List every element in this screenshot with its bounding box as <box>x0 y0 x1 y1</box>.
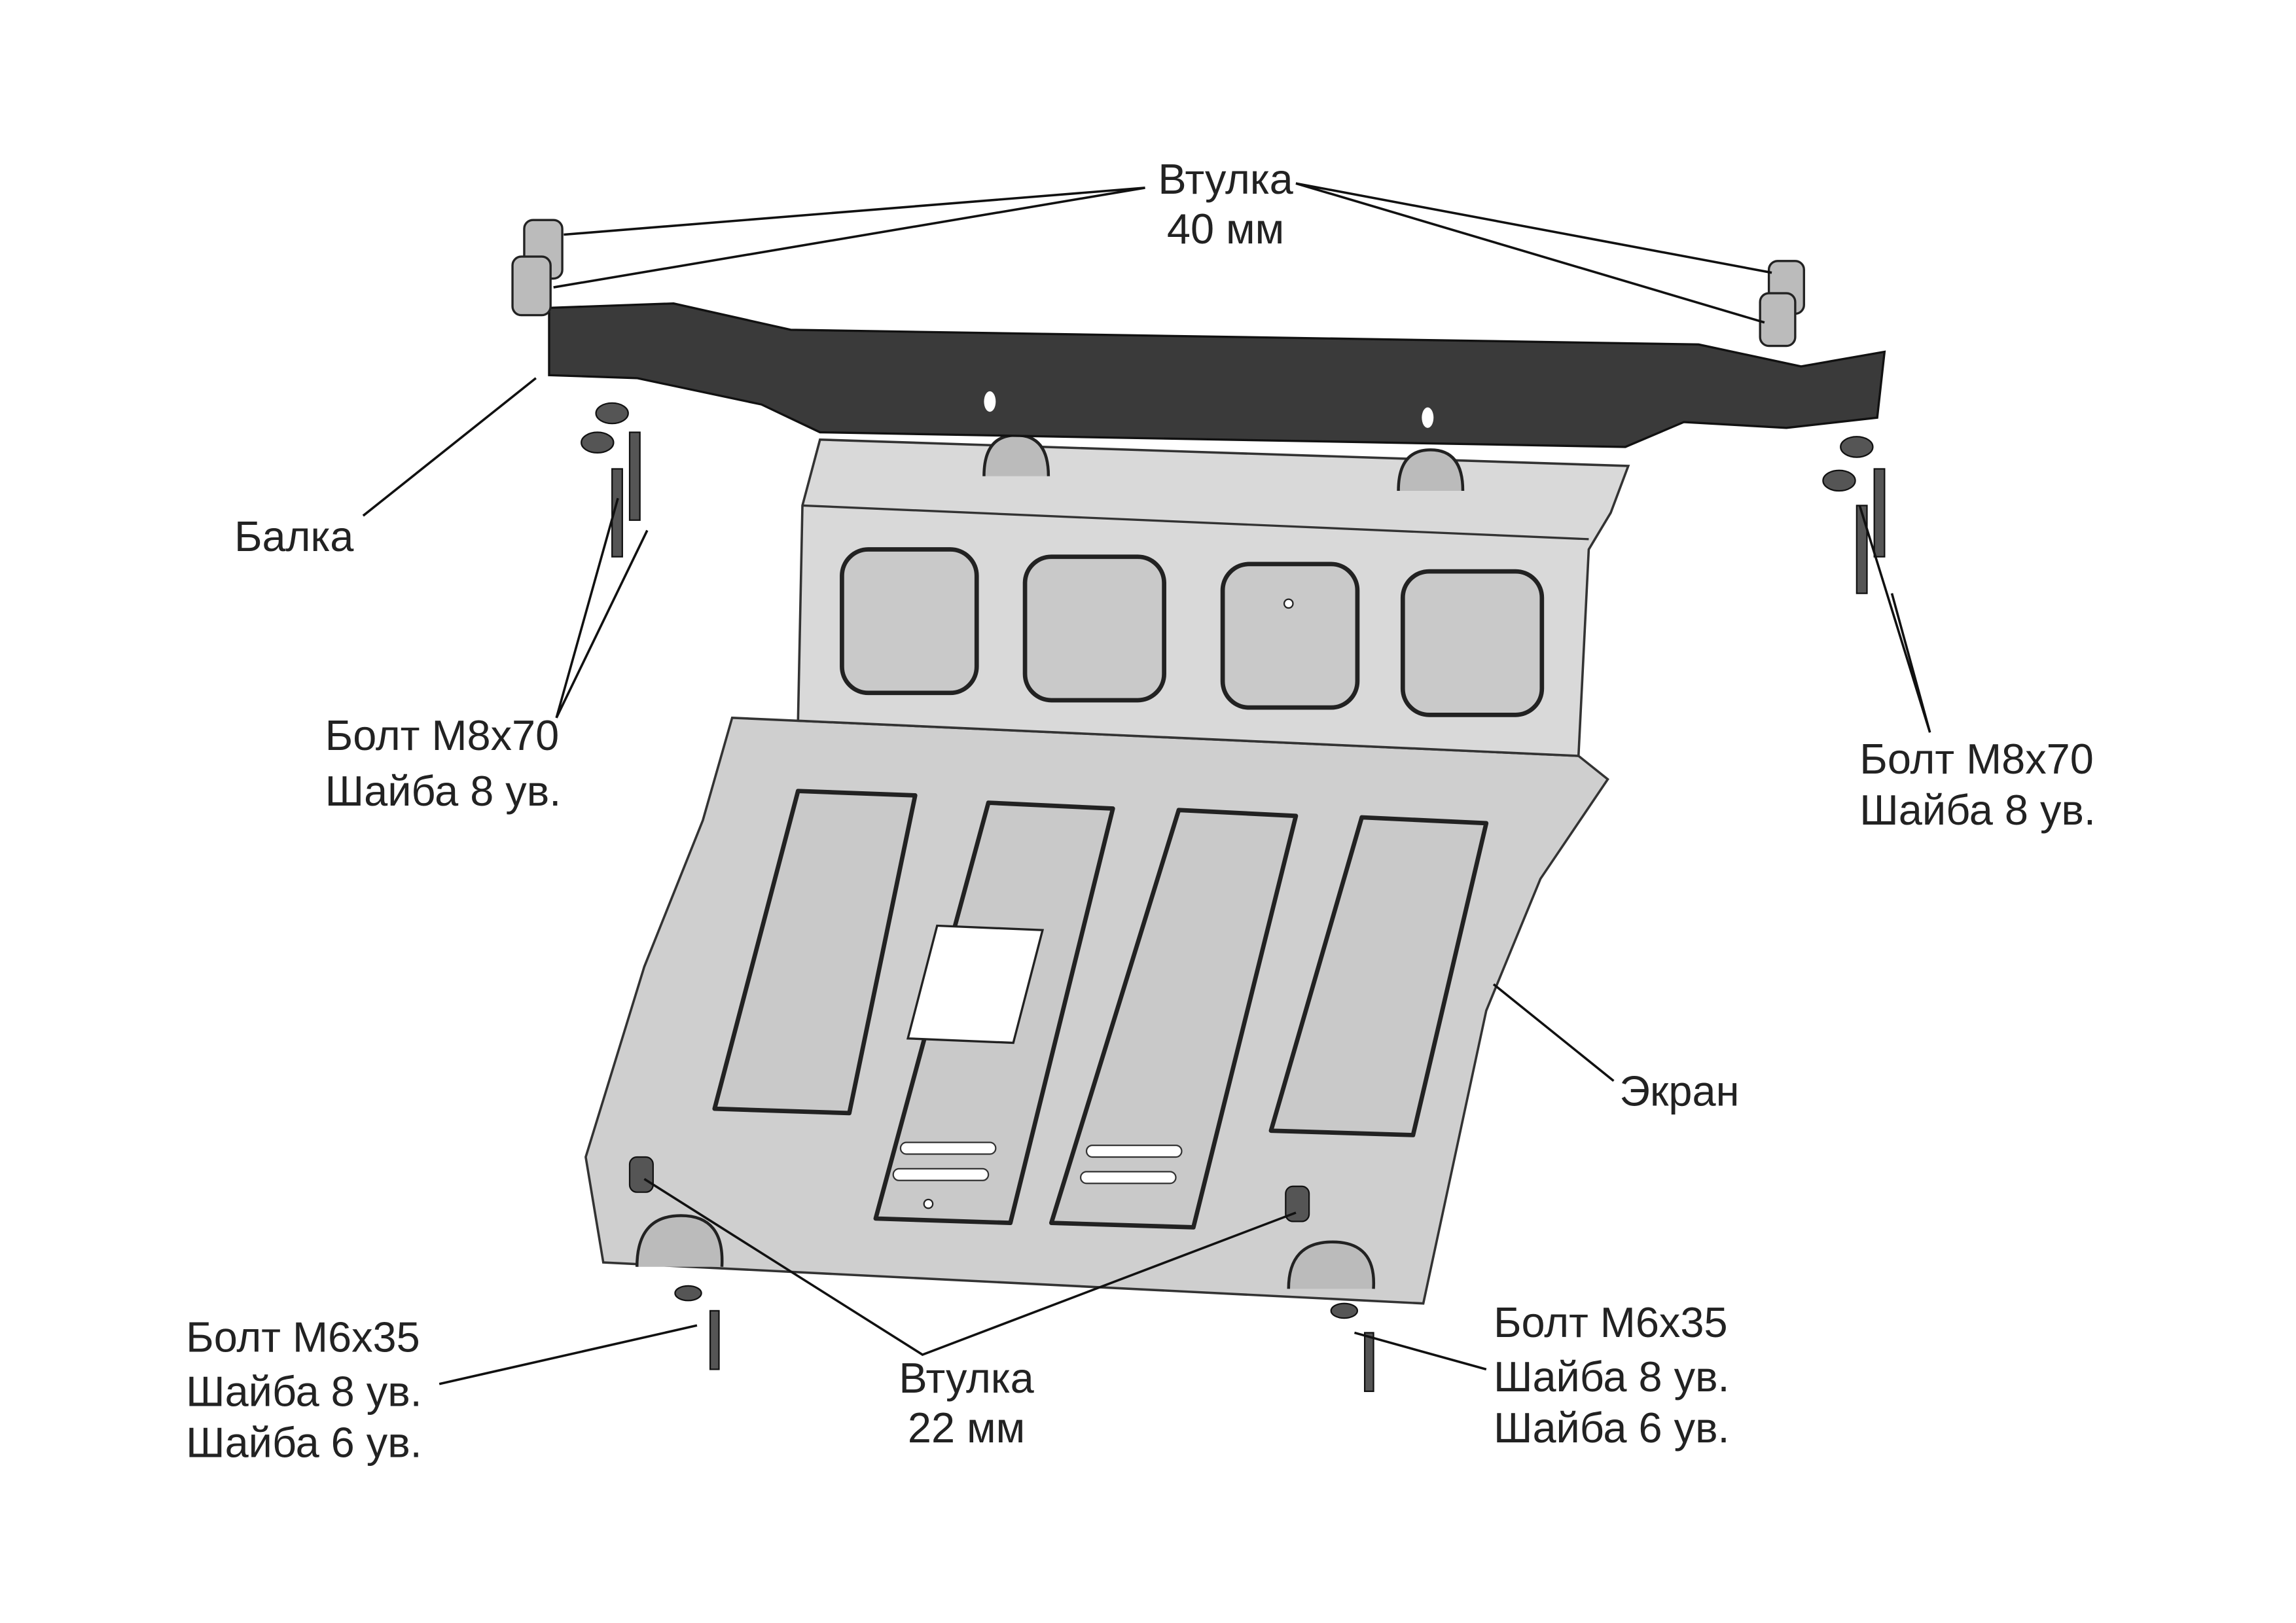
label-beam: Балка <box>234 512 354 560</box>
label-bushing-22-line1: Втулка <box>899 1354 1034 1402</box>
label-bolt-m8-right-line1: Болт М8х70 <box>1859 735 2094 783</box>
label-bolt-m6-right-line2: Шайба 8 ув. <box>1494 1353 1730 1400</box>
label-bolt-m8-left-line2: Шайба 8 ув. <box>325 767 562 815</box>
label-bolt-m6-left-line2: Шайба 8 ув. <box>186 1367 422 1415</box>
label-bushing-40-line1: Втулка <box>1158 155 1293 203</box>
beam <box>548 302 1886 448</box>
leader-lines <box>362 182 1931 1385</box>
screen-plate <box>584 433 1630 1305</box>
label-bolt-m6-right-line3: Шайба 6 ув. <box>1494 1404 1730 1452</box>
label-bolt-m8-right-line2: Шайба 8 ув. <box>1859 786 2096 834</box>
label-bolt-m6-left-line3: Шайба 6 ув. <box>186 1419 422 1467</box>
bolts <box>581 402 1886 1393</box>
bushings-40mm <box>511 219 1805 348</box>
label-bushing-22-line2: 22 мм <box>908 1404 1025 1452</box>
label-bushing-40-line2: 40 мм <box>1167 205 1284 253</box>
label-bolt-m6-right-line1: Болт М6х35 <box>1494 1298 1728 1346</box>
label-bolt-m8-left-line1: Болт М8х70 <box>325 711 560 759</box>
label-screen: Экран <box>1619 1067 1739 1115</box>
label-bolt-m6-left-line1: Болт М6х35 <box>186 1313 420 1361</box>
